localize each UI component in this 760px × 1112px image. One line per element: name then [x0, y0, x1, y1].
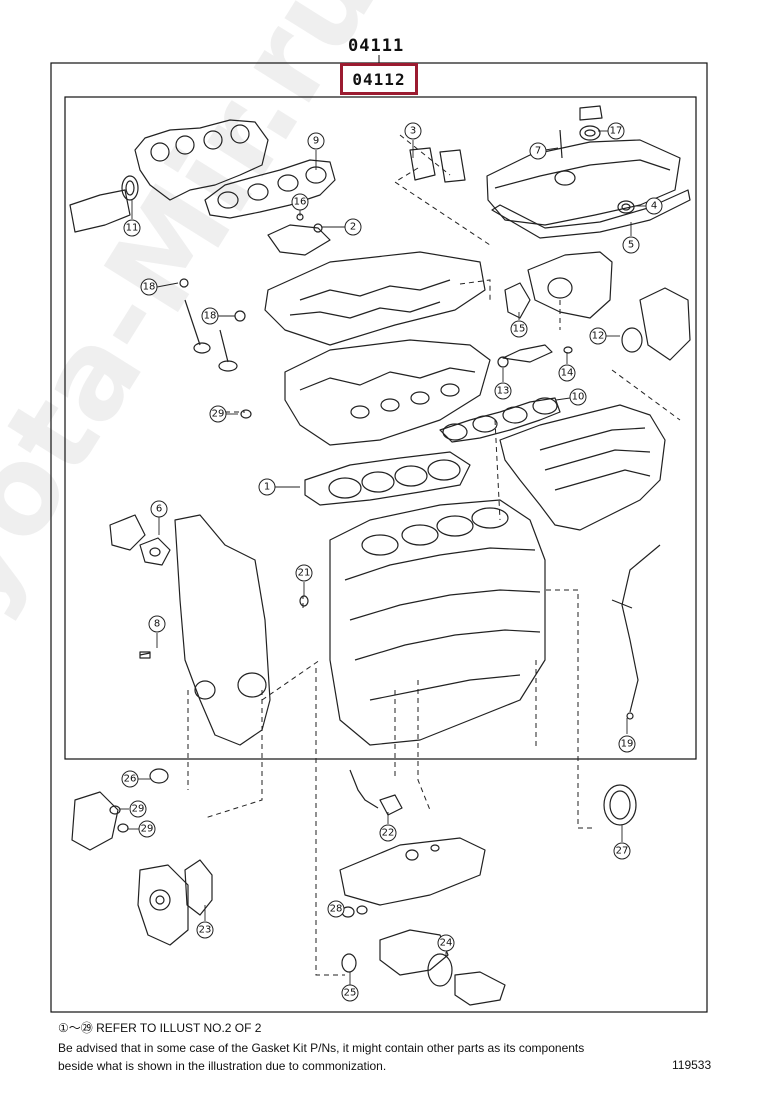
gasket-23: [184, 859, 213, 916]
exhaust-gasket: [204, 159, 336, 219]
kit-number-highlight[interactable]: 04112: [340, 63, 418, 95]
intake-manifold: [499, 404, 666, 531]
illustration-id: 119533: [672, 1058, 712, 1072]
cylinder-block: [329, 499, 546, 746]
callout-1: 1: [264, 482, 270, 493]
callout-7: 7: [535, 146, 541, 157]
callout-28: 28: [330, 904, 343, 915]
refer-note: ①～㉙ REFER TO ILLUST NO.2 OF 2: [58, 1021, 262, 1035]
camshaft-housing: [264, 251, 486, 346]
callout-17: 17: [610, 126, 623, 137]
timing-cover: [174, 514, 271, 746]
exhaust-pipe: [69, 189, 131, 233]
valve-a: [184, 299, 201, 346]
callout-26: 26: [124, 774, 137, 785]
callout-23: 23: [199, 925, 212, 936]
intake-gasket: [439, 397, 561, 443]
head-gasket: [304, 451, 471, 506]
callout-16: 16: [294, 197, 307, 208]
callout-25: 25: [344, 988, 357, 999]
callout-3: 3: [410, 126, 416, 137]
callout-2: 2: [350, 222, 356, 233]
callout-14: 14: [561, 368, 574, 379]
callout-11: 11: [126, 223, 139, 234]
water-inlet: [379, 929, 449, 976]
callout-18a: 18: [143, 282, 156, 293]
callout-15: 15: [513, 324, 526, 335]
head-cover-gasket: [491, 189, 691, 239]
callout-21: 21: [298, 568, 311, 579]
inner-frame: [64, 96, 697, 760]
callout-12: 12: [592, 331, 605, 342]
assembly-number: 04111: [348, 36, 405, 56]
exhaust-heat-shield: [134, 119, 269, 201]
advisory-note: Be advised that in some case of the Gask…: [58, 1041, 585, 1073]
water-pump: [71, 791, 119, 851]
cylinder-head-cover: [486, 139, 681, 226]
callout-27: 27: [616, 846, 629, 857]
callout-24: 24: [440, 938, 453, 949]
callout-19: 19: [621, 739, 634, 750]
kit-number: 04112: [352, 69, 406, 89]
callout-18b: 18: [204, 311, 217, 322]
throttle-body: [527, 251, 613, 319]
oil-pan-gasket: [339, 837, 486, 906]
callout-29a: 29: [212, 409, 225, 420]
callout-8: 8: [154, 619, 160, 630]
outer-frame: [50, 62, 708, 1013]
gasket-6: [139, 537, 171, 566]
water-pump-inlet: [109, 514, 146, 551]
rear-oil-seal: [603, 784, 637, 826]
callout-29c: 29: [141, 824, 154, 835]
callout-13: 13: [497, 386, 510, 397]
callout-9: 9: [313, 136, 319, 147]
callout-10: 10: [572, 392, 585, 403]
callout-5: 5: [628, 240, 634, 251]
callout-22: 22: [382, 828, 395, 839]
callout-29b: 29: [132, 804, 145, 815]
oil-strainer-pipe: [349, 769, 379, 809]
callout-4: 4: [651, 201, 657, 212]
cylinder-head: [284, 339, 491, 446]
callout-6: 6: [156, 504, 162, 515]
oil-dipstick: [621, 544, 661, 713]
oil-pump: [137, 864, 189, 946]
valve-b: [219, 329, 229, 363]
